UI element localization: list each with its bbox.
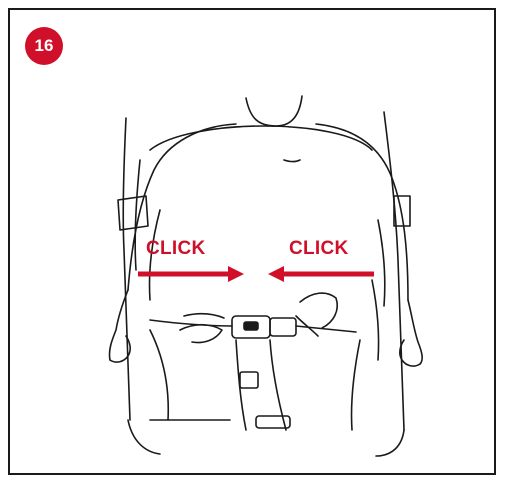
click-label-right: CLICK — [289, 238, 349, 260]
arrow-left-icon — [268, 266, 374, 282]
crotch-strap-adjuster — [240, 372, 258, 388]
waist-strap-left — [150, 320, 232, 326]
stroller-frame-right — [384, 112, 404, 430]
wheel-left — [128, 420, 160, 454]
stroller-side-right — [372, 280, 379, 360]
buckle-logo-mark — [244, 322, 258, 330]
wheel-right — [376, 430, 404, 456]
crotch-strap-left-edge — [236, 340, 246, 430]
stroller-frame-left — [123, 118, 130, 420]
click-label-left: CLICK — [146, 238, 206, 260]
seat-cushion-right — [351, 340, 360, 430]
child-left-shoulder — [128, 124, 236, 290]
child-chin — [246, 96, 302, 126]
child-right-arm-inner — [378, 220, 385, 306]
seat-cushion-left — [150, 330, 168, 420]
child-right-hand — [400, 340, 420, 366]
buckle-tongue — [270, 318, 296, 336]
adult-right-hand — [300, 293, 337, 328]
seat-back-arc — [150, 126, 372, 150]
child-right-arm — [408, 300, 422, 364]
child-collar — [284, 160, 300, 162]
arrow-right-icon — [138, 266, 244, 282]
adult-left-hand — [180, 325, 222, 343]
waist-strap-right — [296, 326, 356, 332]
adult-left-fingers — [184, 314, 224, 318]
